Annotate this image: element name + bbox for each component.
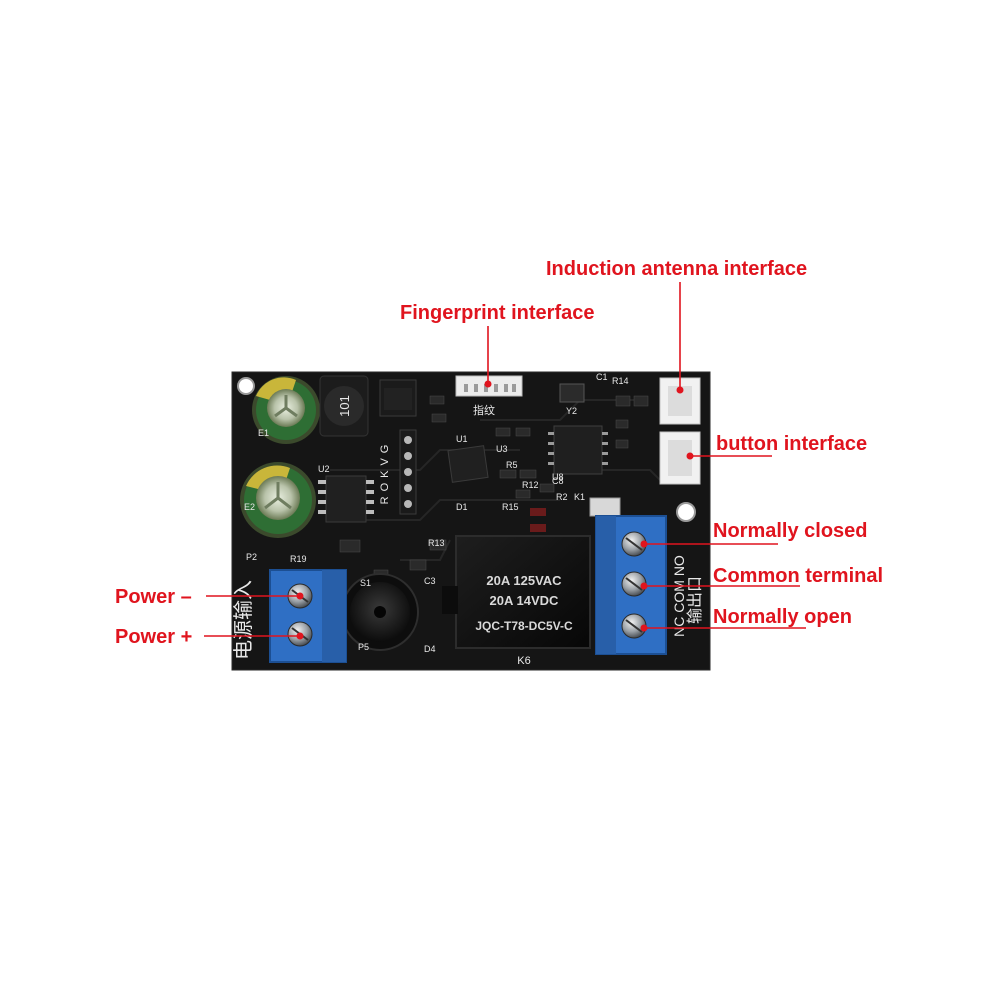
relay-terminal-block [595, 515, 667, 655]
ref-designator-u2: U2 [318, 464, 330, 474]
inductor-code: 101 [337, 395, 352, 417]
ref-designator-e1: E1 [258, 428, 269, 438]
callout-normally-open: Normally open [713, 606, 852, 628]
ref-designator-r5: R5 [506, 460, 518, 470]
ref-designator-r2: R2 [556, 492, 568, 502]
ref-designator-u1: U1 [456, 434, 468, 444]
ref-designator-d4: D4 [424, 644, 436, 654]
buzzer [341, 573, 419, 651]
ref-designator-p2: P2 [246, 552, 257, 562]
callout-button: button interface [716, 433, 868, 455]
ref-designator-u3: U3 [496, 444, 508, 454]
button-connector [659, 431, 701, 485]
ref-designator-c8: C8 [552, 476, 564, 486]
relay-ref: K6 [517, 655, 530, 667]
ref-designator-r19: R19 [290, 554, 307, 564]
relay-rating-1: 20A 125VAC [486, 573, 562, 588]
mcu-u8 [548, 425, 608, 475]
ic-u3 [447, 445, 489, 483]
led [530, 524, 546, 532]
inductor: 101 [319, 375, 369, 437]
callout-fingerprint: Fingerprint interface [400, 302, 595, 324]
relay-rating-2: 20A 14VDC [490, 593, 559, 608]
output-silk: 输出口 [686, 576, 704, 624]
ic-u2 [318, 475, 374, 523]
mounting-hole [676, 502, 696, 522]
callout-induction-antenna: Induction antenna interface [546, 258, 808, 280]
ref-designator-k1: K1 [574, 492, 585, 502]
ref-designator-r15: R15 [502, 502, 519, 512]
callout-power-plus: Power + [115, 626, 193, 648]
mounting-hole [237, 377, 255, 395]
capacitor-e1 [252, 376, 320, 444]
power-terminal-block [269, 569, 347, 663]
callout-normally-closed: Normally closed [713, 520, 868, 542]
capacitor-e2 [240, 462, 316, 538]
leader-lines [204, 282, 806, 637]
relay-model: JQC-T78-DC5V-C [475, 619, 573, 633]
header-silk: ROKVG [379, 440, 391, 505]
ref-designator-u8: U8 [552, 472, 564, 482]
relay-terminals-silk: NC COM NO [671, 555, 687, 637]
ref-designator-d1: D1 [456, 502, 468, 512]
ref-designator-e2: E2 [244, 502, 255, 512]
ref-designator-r14: R14 [612, 376, 629, 386]
tactile-switch [589, 497, 621, 517]
relay: 20A 125VAC 20A 14VDC JQC-T78-DC5V-C [442, 535, 591, 649]
callout-common-terminal: Common terminal [713, 565, 884, 587]
leader-dots [296, 380, 694, 640]
ref-designator-c3: C3 [424, 576, 436, 586]
callout-power-minus: Power – [115, 586, 192, 608]
ref-designator-c1: C1 [596, 372, 608, 382]
led [530, 508, 546, 516]
fingerprint-silk: 指纹 [473, 403, 495, 417]
header-pins [399, 429, 417, 515]
ref-designator-r13: R13 [428, 538, 445, 548]
ref-designator-p5: P5 [358, 642, 369, 652]
ref-designator-r12: R12 [522, 480, 539, 490]
power-input-silk: 电源输入 [232, 580, 255, 660]
ref-designator-y2: Y2 [566, 406, 577, 416]
ref-designator-s1: S1 [360, 578, 371, 588]
